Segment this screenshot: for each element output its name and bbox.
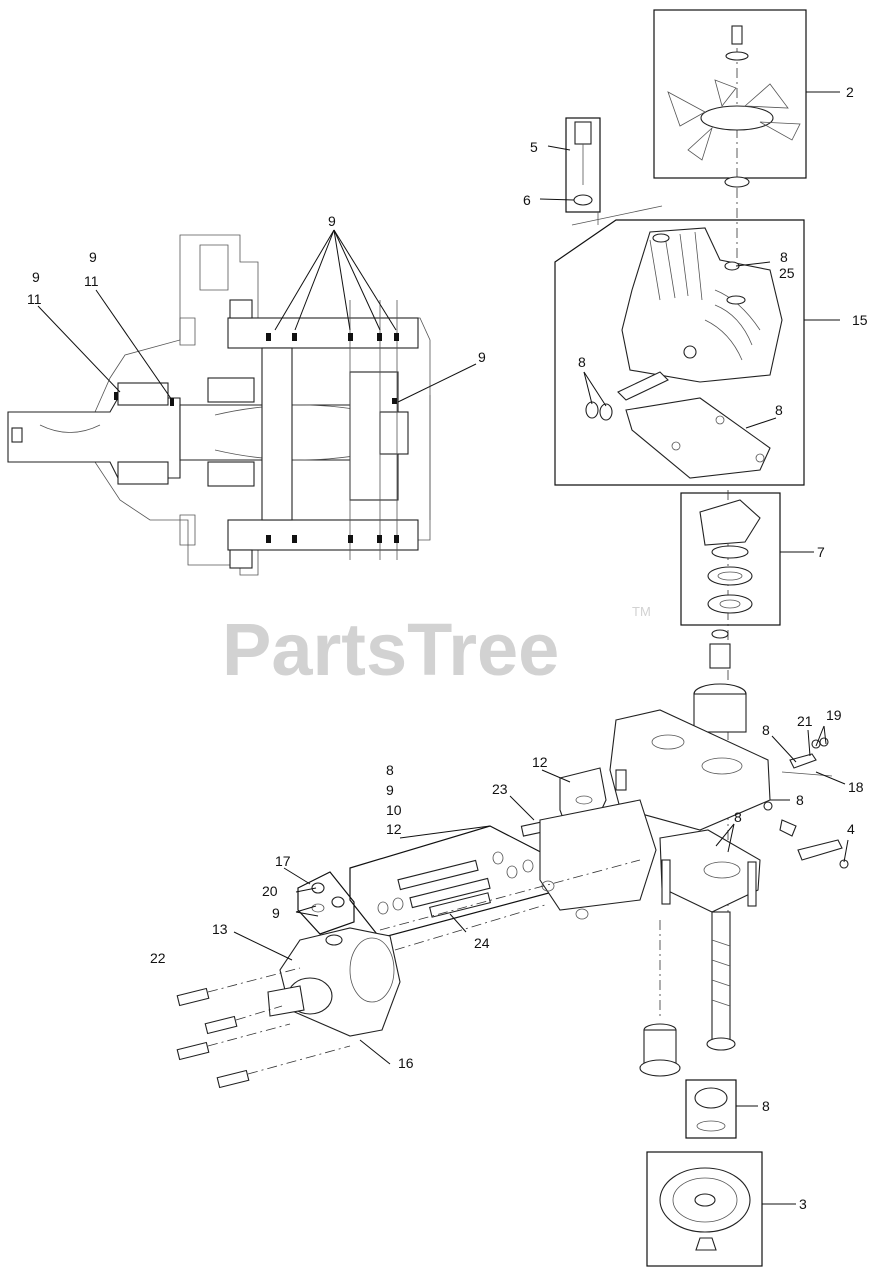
callout-label: 4 xyxy=(847,821,855,837)
callout-label: 11 xyxy=(84,273,99,289)
callout-label: 8 xyxy=(386,762,394,778)
callout-label: 21 xyxy=(797,713,813,729)
center-housing xyxy=(609,629,771,1077)
callout-label: 18 xyxy=(848,779,864,795)
callout-label: 12 xyxy=(532,754,548,770)
callout-label: 5 xyxy=(530,139,538,155)
callout-label: 13 xyxy=(212,921,228,937)
control-parts xyxy=(763,737,849,869)
dipstick-assembly xyxy=(565,117,601,213)
callout-label: 2 xyxy=(846,84,854,100)
callout-label: 9 xyxy=(89,249,97,265)
callout-label: 8 xyxy=(762,722,770,738)
callout-label: 6 xyxy=(523,192,531,208)
callout-label: 7 xyxy=(817,544,825,560)
callout-label: 20 xyxy=(262,883,278,899)
callout-label: 19 xyxy=(826,707,842,723)
callout-label: 8 xyxy=(775,402,783,418)
cross-section-view xyxy=(7,234,431,576)
callout-label: 9 xyxy=(328,213,336,229)
check-valve-box xyxy=(297,871,355,935)
callout-label: 17 xyxy=(275,853,291,869)
callout-label: 8 xyxy=(780,249,788,265)
cover-assembly xyxy=(554,205,805,486)
callout-labels: 2 5 6 9 9 11 9 11 8 25 15 9 8 8 7 8 21 1… xyxy=(27,84,868,1212)
callout-label: 9 xyxy=(478,349,486,365)
callout-label: 25 xyxy=(779,265,795,281)
callout-label: 8 xyxy=(762,1098,770,1114)
callout-label: 8 xyxy=(796,792,804,808)
motor-housing xyxy=(267,799,657,1037)
callout-label: 3 xyxy=(799,1196,807,1212)
callout-label: 9 xyxy=(272,905,280,921)
valve-box xyxy=(349,825,561,939)
watermark-text: PartsTree xyxy=(222,608,559,691)
callout-label: 22 xyxy=(150,950,166,966)
callout-label: 10 xyxy=(386,802,402,818)
callout-label: 8 xyxy=(578,354,586,370)
watermark-trademark: TM xyxy=(632,604,651,619)
pulley-assembly xyxy=(646,1151,763,1267)
fan-assembly xyxy=(653,9,807,260)
leader-lines xyxy=(37,91,849,1205)
callout-label: 16 xyxy=(398,1055,414,1071)
bolts-22 xyxy=(176,859,641,1089)
watermark: PartsTree TM xyxy=(222,604,651,691)
callout-label: 23 xyxy=(492,781,508,797)
callout-label: 11 xyxy=(27,291,42,307)
callout-label: 24 xyxy=(474,935,490,951)
callout-label: 8 xyxy=(734,809,742,825)
callout-label: 9 xyxy=(386,782,394,798)
callout-label: 15 xyxy=(852,312,868,328)
callout-label: 9 xyxy=(32,269,40,285)
callout-label: 12 xyxy=(386,821,402,837)
lower-bearing xyxy=(685,1079,737,1139)
